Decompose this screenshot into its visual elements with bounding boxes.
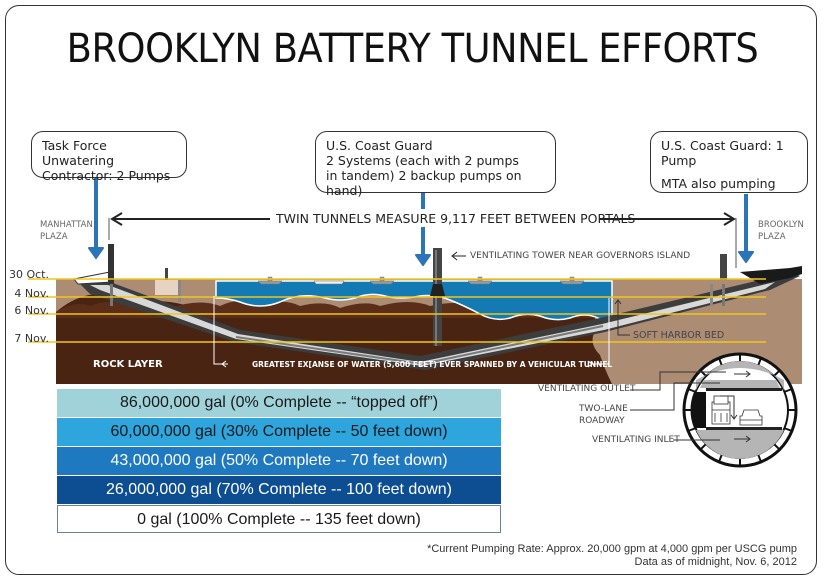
page-title: BROOKLYN BATTERY TUNNEL EFFORTS xyxy=(66,26,759,72)
brooklyn-vent-tower xyxy=(720,254,727,280)
manhattan-vent-tower xyxy=(108,244,114,284)
rock-layer-label: ROCK LAYER xyxy=(93,359,163,370)
callout-task-force: Task Force Unwatering Contractor: 2 Pump… xyxy=(31,131,187,183)
level-label-30-oct: 30 Oct. xyxy=(8,268,49,281)
progress-row-30: 60,000,000 gal (30% Complete -- 50 feet … xyxy=(57,418,501,447)
callout-uscg-center: U.S. Coast Guard 2 Systems (each with 2 … xyxy=(315,131,556,198)
car-icon xyxy=(739,409,763,426)
progress-row-50: 43,000,000 gal (50% Complete -- 70 feet … xyxy=(57,447,501,476)
level-label-4-nov: 4 Nov. xyxy=(14,287,49,300)
progress-row-70: 26,000,000 gal (70% Complete -- 100 feet… xyxy=(57,476,501,505)
level-label-7-nov: 7 Nov. xyxy=(14,332,49,345)
ventilating-inlet-label: VENTILATING INLET xyxy=(592,435,680,445)
level-label-6-nov: 6 Nov. xyxy=(14,304,49,317)
tunnel-cross-section xyxy=(682,352,798,468)
progress-row-0: 86,000,000 gal (0% Complete -- “topped o… xyxy=(57,389,501,418)
progress-table: 86,000,000 gal (0% Complete -- “topped o… xyxy=(57,389,501,533)
poster-frame xyxy=(5,5,817,575)
truck-icon xyxy=(711,395,731,425)
twin-tunnels-arrow xyxy=(110,212,736,226)
callout-uscg-right: U.S. Coast Guard: 1 Pump MTA also pumpin… xyxy=(650,131,808,193)
twin-tunnels-label: TWIN TUNNELS MEASURE 9,117 FEET BETWEEN … xyxy=(276,211,636,226)
ventilating-outlet-label: VENTILATING OUTLET xyxy=(538,384,636,394)
soft-harbor-bed-label: SOFT HARBOR BED xyxy=(633,330,725,341)
footnote: *Current Pumping Rate: Approx. 20,000 gp… xyxy=(427,543,797,568)
pump-arrows xyxy=(88,178,754,266)
water-level-lines xyxy=(28,278,766,343)
ventilating-tower-label: VENTILATING TOWER NEAR GOVERNORS ISLAND xyxy=(470,251,691,261)
greatest-expanse-label: GREATEST EX[ANSE OF WATER (5,600 FEET) E… xyxy=(252,360,613,369)
leader-lines xyxy=(630,371,726,441)
progress-row-100: 0 gal (100% Complete -- 135 feet down) xyxy=(57,505,501,533)
